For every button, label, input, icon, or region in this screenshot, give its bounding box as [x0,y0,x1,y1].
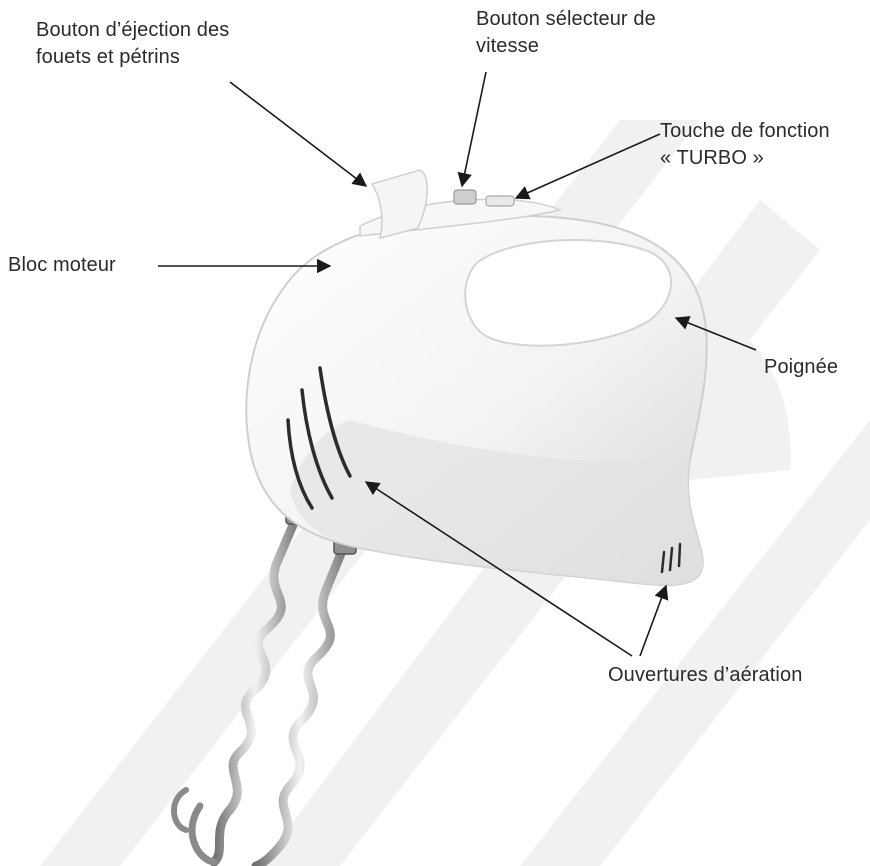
label-air-vents: Ouvertures d’aération [608,662,802,689]
label-turbo-line2: « TURBO » [660,145,830,172]
label-vents-line1: Ouvertures d’aération [608,662,802,689]
label-speed-selector: Bouton sélecteur de vitesse [476,6,656,60]
label-speed-line1: Bouton sélecteur de [476,6,656,33]
label-turbo-key: Touche de fonction « TURBO » [660,118,830,172]
label-motor-block: Bloc moteur [8,252,116,279]
label-handle: Poignée [764,354,838,381]
leader-vents-rear [640,586,666,656]
leader-eject [230,82,366,186]
label-turbo-line1: Touche de fonction [660,118,830,145]
label-handle-line1: Poignée [764,354,838,381]
speed-selector-button [454,190,476,204]
label-eject-button: Bouton d’éjection des fouets et pétrins [36,17,229,71]
label-eject-line2: fouets et pétrins [36,44,229,71]
label-eject-line1: Bouton d’éjection des [36,17,229,44]
turbo-button [486,196,514,206]
label-speed-line2: vitesse [476,33,656,60]
mixer-body [246,170,706,585]
label-motor-line1: Bloc moteur [8,252,116,279]
leader-speed [462,72,486,186]
